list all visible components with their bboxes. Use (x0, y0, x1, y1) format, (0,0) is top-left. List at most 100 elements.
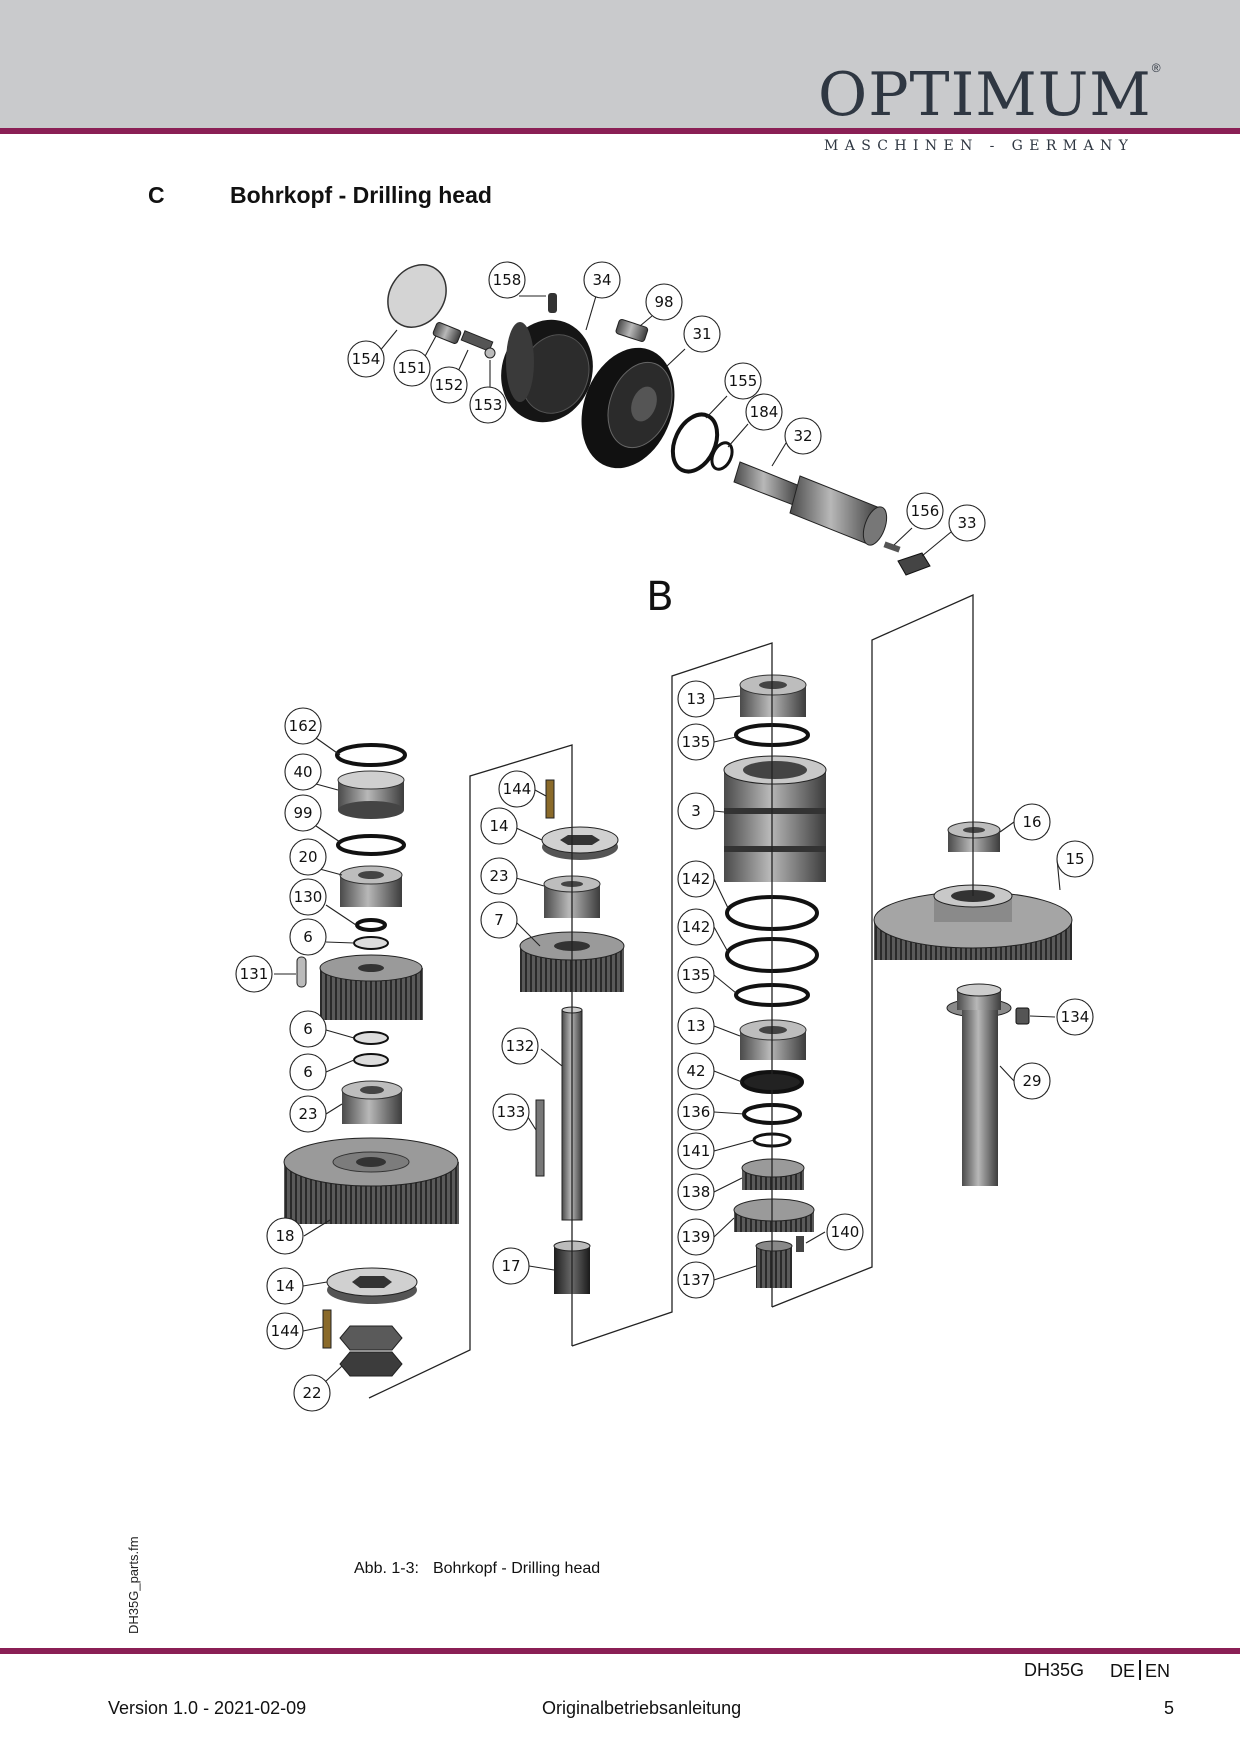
flange-hex-plate (326, 1267, 418, 1304)
optimum-logo: OPTIMUM® (818, 58, 1178, 132)
shaft-pin (883, 541, 901, 553)
footer-doc-type: Originalbetriebsanleitung (542, 1698, 742, 1718)
column-4-stack (873, 821, 1073, 1186)
bearing-6 (947, 821, 1001, 852)
callout-label: 33 (957, 514, 976, 532)
callout-label: 29 (1022, 1072, 1041, 1090)
callout-label: 18 (275, 1227, 294, 1245)
callout-label: 16 (1022, 813, 1041, 831)
section-title: Bohrkopf - Drilling head (230, 182, 492, 208)
lang-en: EN (1145, 1661, 1171, 1681)
column-1-stack (283, 743, 459, 1377)
logo-tagline: MASCHINEN - GERMANY (824, 138, 1135, 154)
bearing-2 (341, 1080, 403, 1124)
callout-label: 151 (398, 359, 427, 377)
footer-model: DH35G (1024, 1660, 1085, 1680)
top-assembly (387, 264, 931, 576)
callout-labels: 154 151 152 153 158 34 98 31 155 184 32 … (240, 271, 1090, 1402)
key-pin (796, 1236, 804, 1252)
callout-label: 138 (682, 1183, 711, 1201)
pin-screw-2 (545, 779, 555, 819)
washer-2 (353, 936, 389, 950)
page-number: 5 (1164, 1698, 1175, 1718)
bracket-col3-col4 (771, 593, 974, 1308)
callout-label: 139 (682, 1228, 711, 1246)
side-filename: DH35G_parts.fm (126, 1536, 141, 1634)
spindle-key (1015, 1007, 1030, 1025)
footer-rule (0, 1648, 1240, 1654)
bracket-col2-col3 (571, 642, 773, 1347)
callout-label: 141 (682, 1142, 711, 1160)
callout-label: 23 (489, 867, 508, 885)
key-block (897, 552, 931, 576)
o-ring-small (710, 441, 734, 471)
callout-label: 3 (691, 802, 701, 820)
callout-label: 40 (293, 763, 312, 781)
section-letter: C (148, 182, 165, 208)
spline-spindle (946, 983, 1012, 1186)
callout-label: 135 (682, 733, 711, 751)
callout-label: 144 (503, 780, 532, 798)
large-gear (283, 1137, 459, 1224)
callout-label: 14 (275, 1277, 294, 1295)
caption-label: Abb. 1-3: (354, 1560, 419, 1577)
callout-label: 162 (289, 717, 318, 735)
pinion-gear (755, 1240, 793, 1288)
callout-label: 23 (298, 1105, 317, 1123)
washer-1 (355, 918, 387, 932)
steel-ball (484, 347, 496, 359)
callout-label: 130 (294, 888, 323, 906)
callout-label: 7 (494, 911, 504, 929)
callout-label: 13 (686, 1017, 705, 1035)
callout-label: 137 (682, 1271, 711, 1289)
callout-label: 158 (493, 271, 522, 289)
callout-label: 34 (592, 271, 611, 289)
hub-wheel (501, 319, 593, 423)
plunger-screw (432, 322, 494, 352)
bearing-5 (739, 1019, 807, 1060)
column-3-stack (723, 674, 827, 1288)
callout-label: 184 (750, 403, 779, 421)
callout-label: 132 (506, 1037, 535, 1055)
callout-label: 142 (682, 918, 711, 936)
callout-label: 136 (682, 1103, 711, 1121)
callout-label: 154 (352, 350, 381, 368)
callout-label: 6 (303, 1063, 313, 1081)
small-gear-1 (741, 1158, 805, 1190)
callout-label: 155 (729, 372, 758, 390)
cover-disc (387, 264, 447, 328)
group-label-b: B (646, 574, 673, 620)
callout-label: 6 (303, 928, 313, 946)
callout-label: 17 (501, 1257, 520, 1275)
spindle-gear (873, 884, 1073, 960)
callout-label: 6 (303, 1020, 313, 1038)
callout-label: 14 (489, 817, 508, 835)
cap-cover (337, 770, 405, 819)
callout-label: 131 (240, 965, 269, 983)
helical-gear-1 (319, 954, 423, 1020)
quill-sleeve (723, 755, 827, 882)
washer-3 (353, 1031, 389, 1045)
callout-label: 22 (302, 1384, 321, 1402)
set-pin (548, 293, 557, 313)
lang-separator (1139, 1660, 1142, 1680)
pin-screw-1 (322, 1309, 332, 1349)
callout-label: 133 (497, 1103, 526, 1121)
callout-label: 20 (298, 848, 317, 866)
hex-nut-assembly (339, 1325, 403, 1377)
retaining-ring-1 (336, 834, 406, 856)
header-band (0, 0, 1240, 128)
callout-label: 42 (686, 1062, 705, 1080)
header-rule (0, 128, 1240, 134)
callout-label: 142 (682, 870, 711, 888)
bearing-1 (339, 865, 403, 907)
flange-plate-2 (541, 826, 619, 860)
bracket-col1-col2 (368, 744, 573, 1399)
callout-label: 135 (682, 966, 711, 984)
callout-label: 134 (1061, 1008, 1090, 1026)
small-gear-2 (733, 1198, 815, 1232)
registered-mark: ® (1151, 61, 1162, 75)
callout-label: 31 (692, 325, 711, 343)
